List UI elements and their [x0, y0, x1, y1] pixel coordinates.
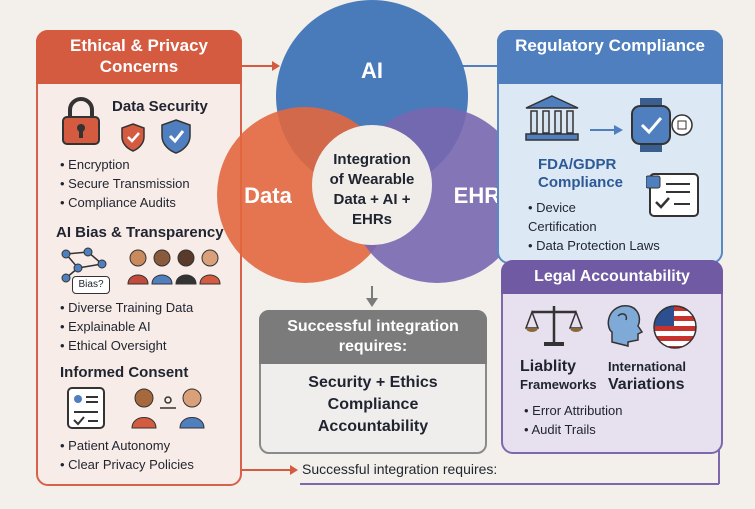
us-flag-icon	[652, 304, 698, 355]
data-security-title: Data Security	[112, 98, 208, 115]
footer-text: Successful integration requires:	[302, 461, 498, 477]
government-building-icon	[524, 94, 580, 147]
informed-consent-title: Informed Consent	[60, 364, 189, 381]
list-item: Data Protection Laws	[528, 236, 660, 255]
list-item: Diverse Training Data	[60, 298, 193, 317]
requirements-box-body: Security + Ethics Compliance Accountabil…	[308, 374, 438, 435]
ai-bias-title: AI Bias & Transparency	[56, 224, 224, 241]
consent-form-icon	[66, 386, 106, 435]
arrow-right-icon	[590, 125, 623, 135]
list-item: Compliance Audits	[60, 193, 190, 212]
network-icon	[58, 246, 120, 301]
shield-check-icon	[160, 118, 192, 159]
bias-bubble-text: Bias?	[78, 279, 104, 290]
liability-frameworks-label: Liablity Frameworks	[520, 358, 597, 392]
venn-center-text: Integration of Wearable Data + AI + EHRs	[329, 151, 415, 228]
certificate-icon	[645, 170, 702, 225]
smartwatch-icon	[630, 96, 694, 159]
doctor-patient-icon	[130, 386, 210, 435]
list-item: Audit Trails	[524, 420, 623, 439]
legal-list: Error Attribution Audit Trails	[524, 401, 623, 439]
list-item: Ethical Oversight	[60, 336, 193, 355]
list-item: Encryption	[60, 155, 190, 174]
list-item: Error Attribution	[524, 401, 622, 420]
venn-label-data: Data	[244, 183, 292, 208]
international-variations-label: International Variations	[608, 359, 687, 393]
fda-gdpr-title: FDA/GDPR Compliance	[538, 156, 624, 191]
regulatory-list: Device Certification Data Protection Law…	[528, 198, 660, 255]
consent-list: Patient Autonomy Clear Privacy Policies	[60, 436, 194, 474]
bias-speech-bubble: Bias?	[72, 276, 110, 294]
list-item: Explainable AI	[60, 317, 193, 336]
list-item: Device Certification	[528, 198, 618, 236]
ethics-panel-title: Ethical & Privacy Concerns	[36, 30, 242, 84]
list-item: Patient Autonomy	[60, 436, 194, 455]
shield-icon	[120, 122, 146, 157]
regulatory-panel-title: Regulatory Compliance	[497, 30, 723, 84]
requirements-box-title: Successful integration requires:	[259, 310, 487, 364]
ai-bias-list: Diverse Training Data Explainable AI Eth…	[60, 298, 193, 355]
list-item: Clear Privacy Policies	[60, 455, 194, 474]
data-security-list: Encryption Secure Transmission Complianc…	[60, 155, 190, 212]
venn-label-ai: AI	[361, 58, 383, 83]
center-disc	[312, 125, 432, 245]
lock-icon	[60, 96, 102, 151]
head-profile-icon	[604, 302, 646, 353]
legal-panel-title: Legal Accountability	[501, 260, 723, 294]
scales-of-justice-icon	[524, 302, 584, 353]
list-item: Secure Transmission	[60, 174, 189, 193]
people-group-icon	[126, 246, 222, 291]
